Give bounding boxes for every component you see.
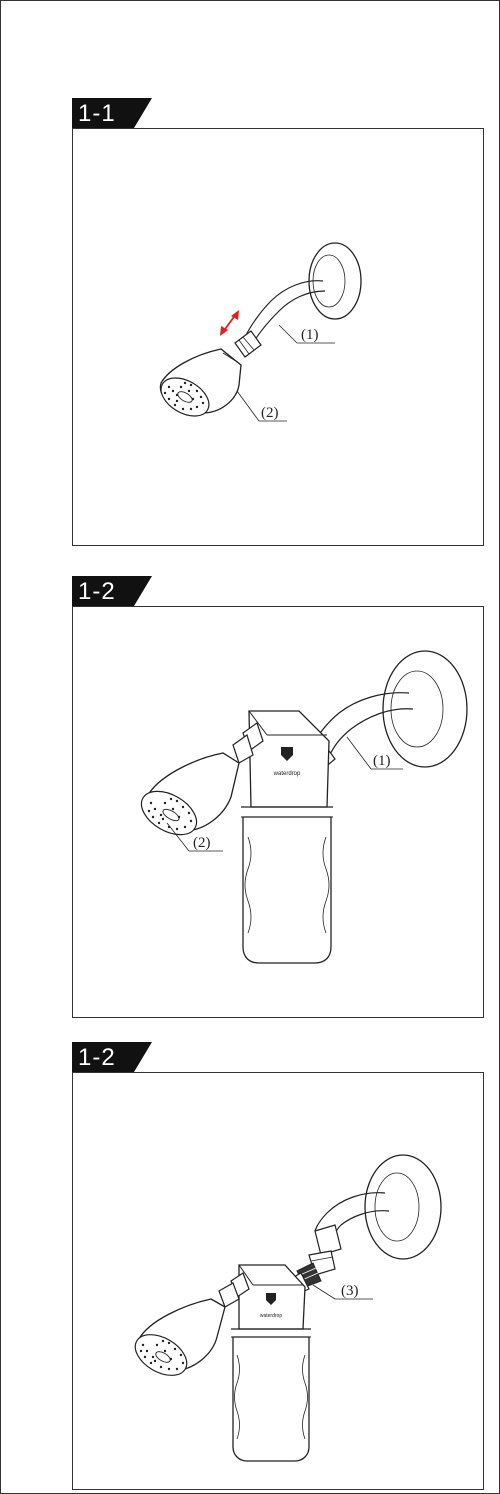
callout-2: (2) (166, 822, 223, 852)
step-1-2-drawing: waterdrop (1) (2) (140, 650, 468, 964)
shower-arm (244, 280, 326, 344)
tab-shape (72, 1042, 152, 1072)
step-1-2b-tab: 1-2 (72, 1042, 152, 1072)
arm-connector (234, 330, 262, 358)
wall-flange (364, 1154, 442, 1260)
adjust-direction-arrow (220, 310, 239, 336)
callout-1: (1) (346, 736, 403, 770)
step-1-1-label: 1-1 (78, 100, 116, 127)
callout-2-label: (2) (261, 405, 279, 421)
filter-brand-text: waterdrop (273, 771, 301, 777)
step-1-2-tab: 1-2 (72, 576, 152, 606)
step-1-2-panel: waterdrop (1) (2) (72, 606, 484, 1018)
step-1-2b-drawing: waterdrop (3) (134, 1154, 442, 1462)
step-1-1-panel: (1) (2) (72, 128, 484, 546)
filter-housing: waterdrop (231, 1264, 311, 1462)
callout-1-label: (1) (373, 753, 391, 769)
brand-shield-icon (281, 747, 293, 761)
wall-flange (382, 650, 468, 768)
step-1-2b-label: 1-2 (78, 1044, 116, 1071)
shower-head (159, 348, 242, 417)
callout-1-label: (1) (301, 327, 319, 343)
filter-brand-text: waterdrop (260, 1313, 282, 1319)
shower-head (140, 722, 264, 836)
callout-3-label: (3) (341, 1283, 359, 1299)
step-1-1-tab: 1-1 (72, 98, 152, 128)
callout-2: (2) (236, 390, 287, 422)
step-1-2b-panel: waterdrop (3) (72, 1072, 484, 1490)
step-1-1-drawing: (1) (2) (159, 242, 362, 422)
brand-shield-icon (266, 1293, 276, 1305)
callout-2-label: (2) (193, 835, 211, 851)
step-1-2-label: 1-2 (78, 578, 116, 605)
shower-head (134, 1272, 250, 1376)
callout-1: (1) (278, 324, 335, 344)
tab-shape (72, 98, 152, 128)
tab-shape (72, 576, 152, 606)
callout-3: (3) (312, 1283, 373, 1300)
filter-housing: waterdrop (241, 710, 333, 964)
